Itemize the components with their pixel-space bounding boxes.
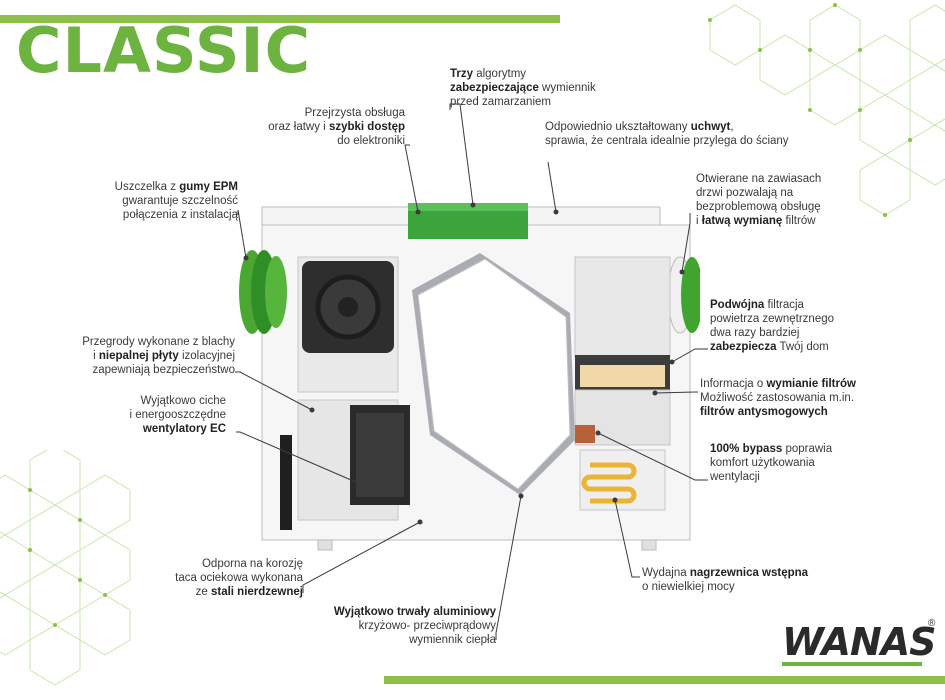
callout-drip-tray: Odporna na korozję taca ociekowa wykonan… (175, 558, 303, 598)
bottom-accent-bar (384, 676, 945, 684)
callout-hinged-doors: Otwierane na zawiasach drzwi pozwalają n… (696, 173, 822, 227)
callout-preheater: Wydajna nagrzewnica wstępna o niewielkie… (642, 567, 809, 593)
callout-handle: Odpowiednio ukształtowany uchwyt, sprawi… (545, 121, 789, 147)
callout-epm-gasket: Uszczelka z gumy EPM gwarantuje szczelno… (114, 181, 238, 221)
left-duct-connectors (239, 250, 287, 334)
logo-underline (782, 662, 922, 666)
callout-double-filtration: Podwójna filtracja powietrza zewnętrzneg… (710, 299, 835, 353)
callout-ec-fans: Wyjątkowo ciche i energooszczędne wentyl… (129, 395, 226, 435)
callout-filter-info: Informacja o wymianie filtrów Możliwość … (700, 378, 856, 418)
callout-electronics-access: Przejrzysta obsługa oraz łatwy i szybki … (268, 107, 405, 147)
hexagon-pattern-bottom-left (0, 450, 131, 686)
right-duct-connectors (667, 256, 700, 334)
wanas-logo: WANAS ® (782, 618, 937, 668)
hexagon-pattern-top-right (708, 3, 945, 217)
page-title: CLASSIC (16, 14, 312, 87)
wanas-logo-text: WANAS (782, 620, 937, 664)
ventilation-unit-illustration (239, 203, 700, 551)
top-accent-bar (0, 15, 560, 23)
callout-partitions: Przegrody wykonane z blachy i niepalnej … (82, 336, 235, 376)
registered-mark: ® (928, 618, 936, 629)
callout-heat-exchanger: Wyjątkowo trwały aluminiowy krzyżowo- pr… (333, 606, 496, 646)
callout-bypass: 100% bypass poprawia komfort użytkowania… (710, 443, 833, 483)
callout-antifreeze-algorithms: Trzy algorytmy zabezpieczające wymiennik… (450, 68, 596, 108)
